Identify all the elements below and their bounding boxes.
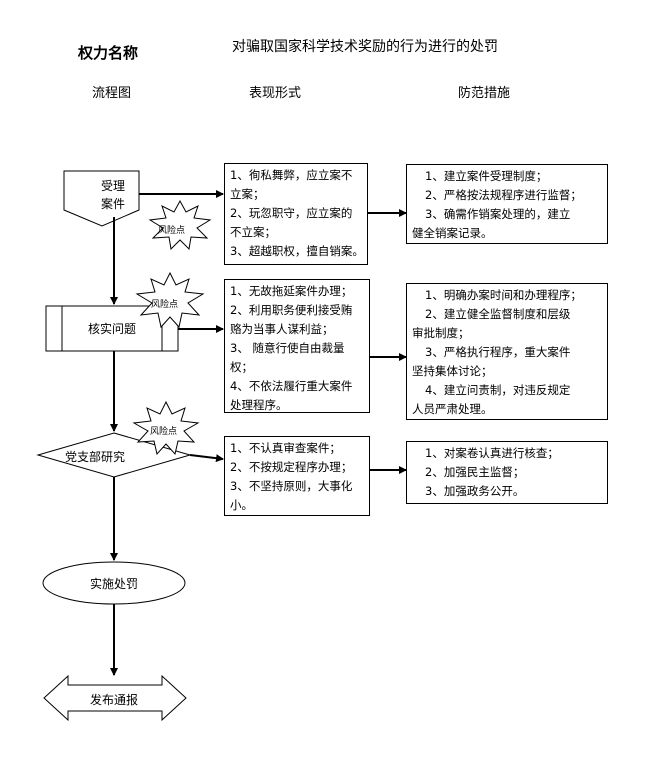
forms-3-line: 小。 (230, 498, 253, 512)
measures-1-line: 1、建立案件受理制度； (425, 169, 548, 183)
column-header-flow: 流程图 (92, 86, 132, 101)
forms-1-line: 不立案； (230, 225, 276, 239)
measures-1-line: 3、确需作销案处理的，建立 (425, 207, 571, 221)
measures-3-line: 3、加强政务公开。 (425, 484, 525, 498)
measures-2-line: 1、明确办案时间和办理程序； (425, 288, 582, 302)
forms-1-line: 立案； (230, 187, 265, 201)
risk-point-star-1 (148, 199, 212, 251)
measures-box-1: 1、建立案件受理制度； 2、严格按法规程序进行监督； 3、确需作销案处理的，建立… (406, 164, 608, 244)
risk-point-label-3: 风险点 (150, 427, 178, 437)
forms-3-line: 2、不按规定程序办理； (230, 460, 353, 474)
measures-3-line: 2、加强民主监督； (425, 465, 525, 479)
risk-point-star-2 (135, 271, 205, 329)
forms-1-line: 3、超越职权，擅自销案。 (230, 244, 364, 258)
step-verify-label: 核实问题 (87, 322, 136, 336)
forms-2-line: 4、不依法履行重大案件 (230, 379, 353, 393)
measures-1-line: 2、严格按法规程序进行监督； (425, 188, 582, 202)
step-penalty-label: 实施处罚 (89, 577, 138, 591)
forms-box-3: 1、不认真审查案件； 2、不按规定程序办理； 3、不坚持原则，大事化 小。 (224, 436, 370, 516)
power-name-value: 对骗取国家科学技术奖励的行为进行的处罚 (232, 39, 498, 55)
risk-point-label-1: 风险点 (158, 226, 186, 236)
forms-2-line: 权； (230, 360, 253, 374)
measures-1-line: 健全销案记录。 (412, 226, 493, 240)
measures-2-line: 4、建立问责制，对违反规定 (425, 383, 571, 397)
risk-point-label-2: 风险点 (151, 300, 179, 310)
step-accept-label-line-2: 案件 (100, 197, 125, 211)
step-notice-label: 发布通报 (89, 693, 138, 707)
step-party-study-label: 党支部研究 (64, 450, 125, 464)
step-accept-shape (63, 170, 140, 227)
forms-3-line: 1、不认真审查案件； (230, 441, 341, 455)
step-notice-shape (43, 674, 187, 722)
measures-2-line: 3、严格执行程序，重大案件 (425, 345, 571, 359)
forms-2-line: 赂为当事人谋利益； (230, 322, 334, 336)
measures-2-line: 人员严肃处理。 (412, 402, 493, 416)
forms-2-line: 3、 随意行使自由裁量 (230, 341, 345, 355)
forms-2-line: 1、无故拖延案件办理； (230, 284, 353, 298)
forms-2-line: 处理程序。 (230, 398, 288, 412)
forms-box-2: 1、无故拖延案件办理； 2、利用职务便利接受贿 赂为当事人谋利益； 3、 随意行… (224, 279, 370, 413)
measures-2-line: 坚持集体讨论； (412, 364, 493, 378)
measures-3-line: 1、对案卷认真进行核查； (425, 446, 559, 460)
forms-1-line: 1、徇私舞弊，应立案不 (230, 168, 353, 182)
measures-box-3: 1、对案卷认真进行核查； 2、加强民主监督； 3、加强政务公开。 (406, 441, 608, 504)
power-name-label: 权力名称 (78, 44, 139, 62)
forms-2-line: 2、利用职务便利接受贿 (230, 303, 353, 317)
measures-box-2: 1、明确办案时间和办理程序； 2、建立健全监督制度和层级 审批制度； 3、严格执… (406, 283, 608, 420)
column-header-measures: 防范措施 (458, 86, 511, 101)
measures-2-line: 审批制度； (412, 326, 470, 340)
step-accept-label: 受理 案件 (88, 177, 138, 213)
forms-3-line: 3、不坚持原则，大事化 (230, 479, 353, 493)
step-accept-label-line-1: 受理 (100, 179, 125, 193)
forms-box-1: 1、徇私舞弊，应立案不 立案； 2、玩忽职守，应立案的 不立案； 3、超越职权，… (224, 163, 368, 265)
measures-2-line: 2、建立健全监督制度和层级 (425, 307, 571, 321)
forms-1-line: 2、玩忽职守，应立案的 (230, 206, 353, 220)
risk-point-star-3 (132, 400, 200, 456)
column-header-forms: 表现形式 (249, 86, 302, 101)
